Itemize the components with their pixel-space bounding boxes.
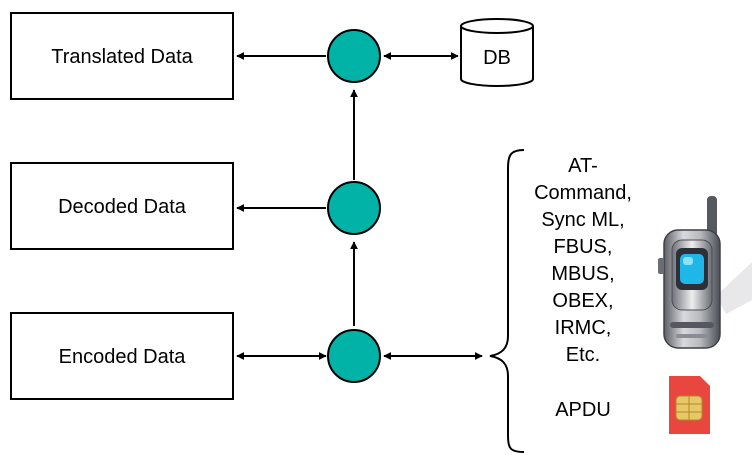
sim-card-icon: [669, 376, 710, 434]
db-label: DB: [483, 47, 511, 69]
node-circle-bottom: [327, 329, 381, 383]
protocol-brace: [489, 149, 525, 453]
protocol-list: AT- Command, Sync ML, FBUS, MBUS, OBEX, …: [534, 155, 632, 366]
database-cylinder-icon: [460, 18, 534, 87]
protocol-line-8: Etc.: [566, 344, 600, 366]
protocol-line-4: FBUS,: [554, 236, 613, 258]
decoded-data-label: Decoded Data: [58, 196, 187, 218]
node-circle-top: [327, 29, 381, 83]
protocol-line-1: AT-: [568, 155, 598, 177]
protocol-line-5: MBUS,: [551, 263, 614, 285]
protocol-line-2: Command,: [534, 182, 632, 204]
protocol-line-6: OBEX,: [552, 290, 613, 312]
protocol-line-3: Sync ML,: [541, 209, 624, 231]
mobile-phone-icon: [658, 196, 752, 349]
encoded-data-box: [10, 312, 234, 400]
decoded-data-box: [10, 162, 234, 250]
translated-data-box: [10, 12, 234, 100]
node-circle-middle: [327, 181, 381, 235]
apdu-label: APDU: [555, 399, 611, 421]
protocol-line-7: IRMC,: [555, 317, 612, 339]
encoded-data-label: Encoded Data: [59, 346, 187, 368]
translated-data-label: Translated Data: [51, 46, 193, 68]
